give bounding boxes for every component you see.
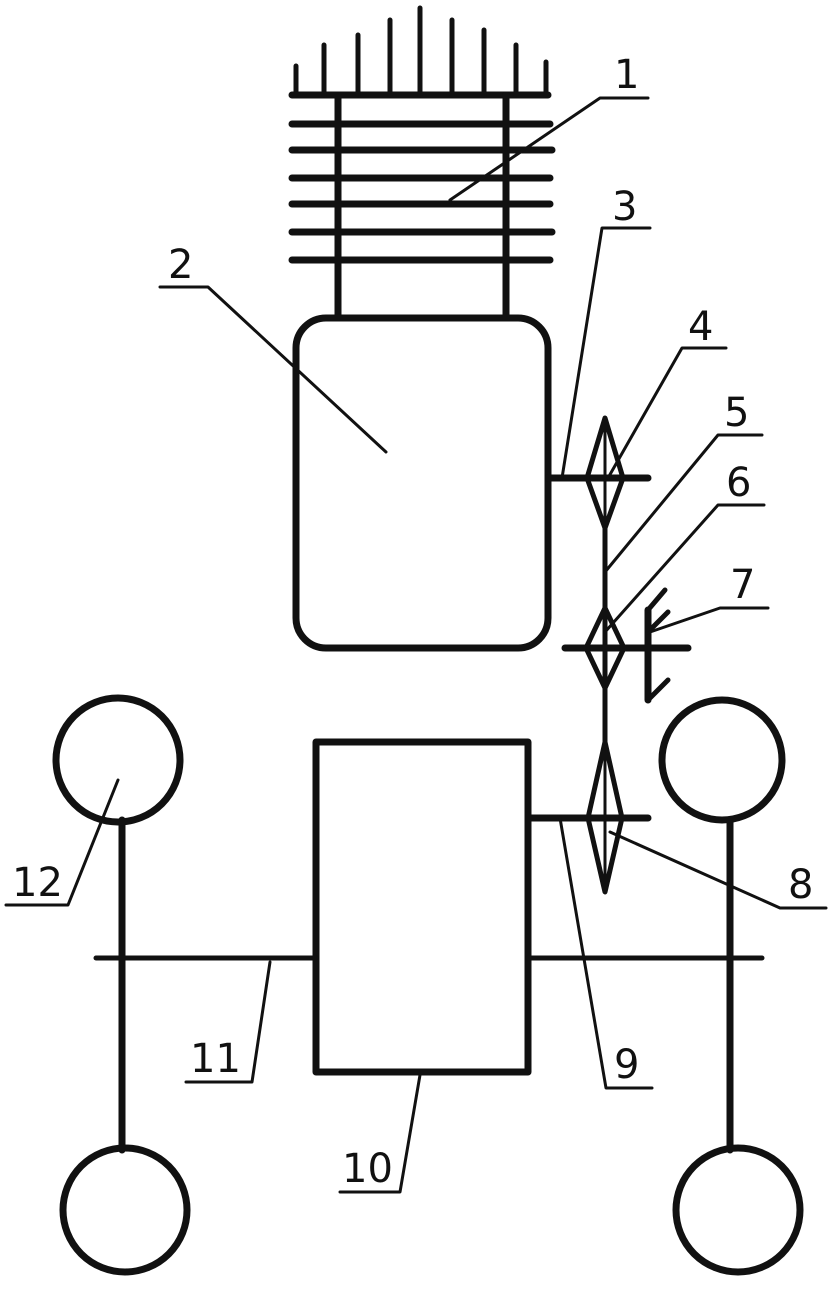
engine-crankcase [292, 314, 552, 652]
brake-bracket [644, 587, 671, 704]
wheel-front-left [52, 694, 184, 826]
gearbox-housing [312, 738, 532, 1076]
label-4: 4 [688, 304, 713, 350]
label-10: 10 [342, 1146, 393, 1192]
label-5: 5 [724, 390, 749, 436]
label-2: 2 [168, 242, 193, 288]
label-11: 11 [190, 1036, 241, 1082]
label-9: 9 [614, 1042, 639, 1088]
engine-cylinder-fins [288, 5, 556, 322]
intermediate-sprocket [561, 605, 692, 691]
wheel-front-right [658, 696, 786, 824]
label-6: 6 [726, 460, 751, 506]
label-3: 3 [612, 184, 637, 230]
wheel-rear-left [59, 1144, 191, 1276]
leader-lines [4, 96, 828, 1194]
label-8: 8 [788, 862, 813, 908]
drive-sprocket [584, 415, 626, 531]
label-1: 1 [614, 52, 639, 98]
wheel-rear-right [672, 1144, 804, 1276]
label-12: 12 [12, 860, 63, 906]
label-7: 7 [730, 562, 755, 608]
